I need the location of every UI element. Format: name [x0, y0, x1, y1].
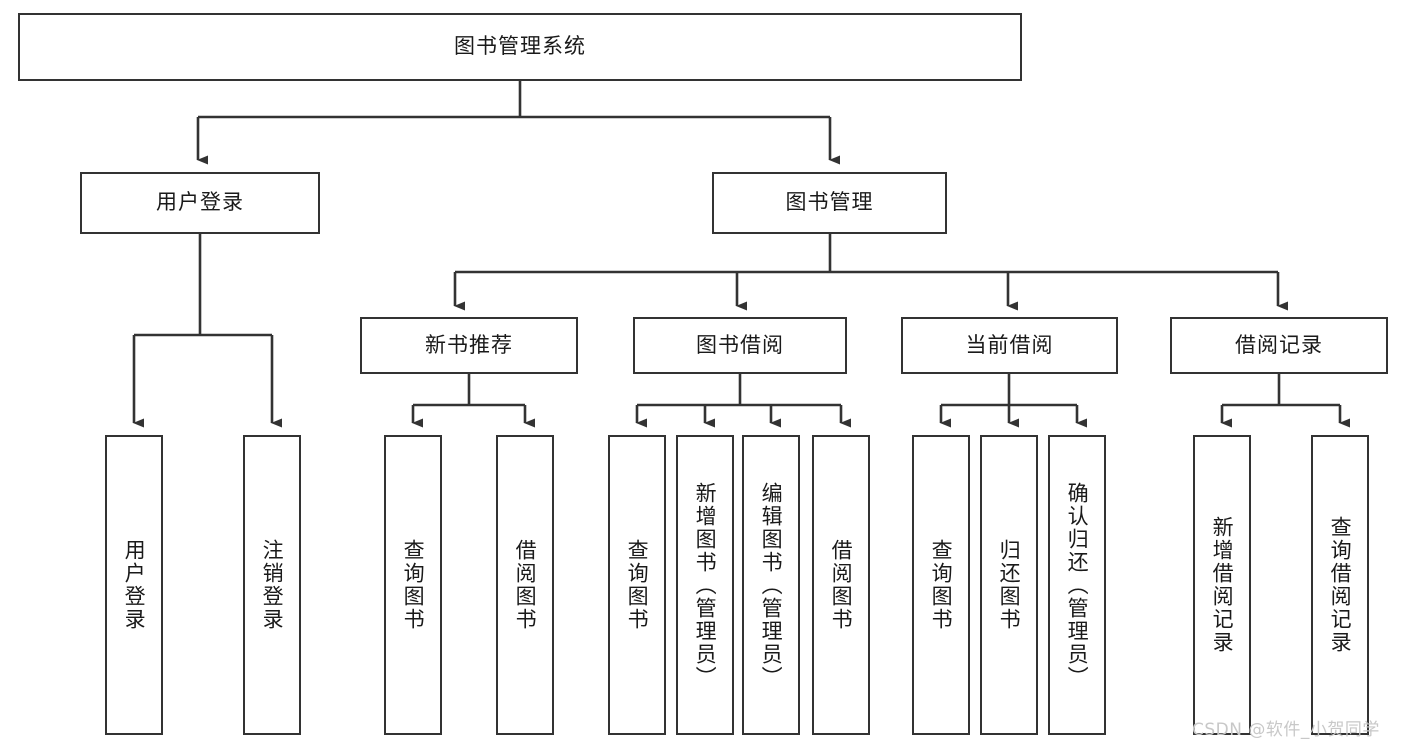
leaf-borrow-record-query-record[interactable]: 查询借阅记录	[1311, 435, 1369, 735]
node-label: 图书管理系统	[454, 34, 586, 59]
node-label: 图书管理	[785, 190, 874, 215]
node-label: 用户登录	[122, 539, 147, 631]
node-label: 查询图书	[625, 539, 650, 631]
leaf-book-borrow-add-book-admin[interactable]: 新增图书（管理员）	[676, 435, 734, 735]
node-label: 借阅图书	[829, 539, 854, 631]
leaf-book-borrow-query-book[interactable]: 查询图书	[608, 435, 666, 735]
node-user-login[interactable]: 用户登录	[80, 172, 320, 234]
leaf-borrow-record-add-record[interactable]: 新增借阅记录	[1193, 435, 1251, 735]
node-book-borrow[interactable]: 图书借阅	[633, 317, 847, 374]
node-label: 查询图书	[929, 539, 954, 631]
leaf-new-book-borrow-book[interactable]: 借阅图书	[496, 435, 554, 735]
node-book-management[interactable]: 图书管理	[712, 172, 947, 234]
node-root-book-management-system[interactable]: 图书管理系统	[18, 13, 1022, 81]
node-label: 查询图书	[401, 539, 426, 631]
node-label: 用户登录	[156, 190, 244, 215]
node-new-book-recommend[interactable]: 新书推荐	[360, 317, 578, 374]
leaf-current-borrow-query-book[interactable]: 查询图书	[912, 435, 970, 735]
node-label: 图书借阅	[696, 332, 784, 357]
leaf-user-login-login[interactable]: 用户登录	[105, 435, 163, 735]
node-label: 查询借阅记录	[1328, 516, 1353, 654]
leaf-current-borrow-return-book[interactable]: 归还图书	[980, 435, 1038, 735]
node-current-borrow[interactable]: 当前借阅	[901, 317, 1118, 374]
node-label: 借阅记录	[1235, 332, 1323, 357]
node-label: 新增图书（管理员）	[693, 481, 718, 689]
node-label: 借阅图书	[513, 539, 538, 631]
node-label: 确认归还（管理员）	[1065, 481, 1090, 689]
node-label: 注销登录	[260, 539, 285, 631]
leaf-book-borrow-borrow-book[interactable]: 借阅图书	[812, 435, 870, 735]
leaf-user-login-logout[interactable]: 注销登录	[243, 435, 301, 735]
node-borrow-record[interactable]: 借阅记录	[1170, 317, 1388, 374]
csdn-watermark: CSDN @软件_小贺同学	[1192, 720, 1380, 740]
node-label: 编辑图书（管理员）	[759, 481, 784, 689]
leaf-book-borrow-edit-book-admin[interactable]: 编辑图书（管理员）	[742, 435, 800, 735]
node-label: 新增借阅记录	[1210, 516, 1235, 654]
node-label: 归还图书	[997, 539, 1022, 631]
node-label: 当前借阅	[965, 332, 1054, 357]
leaf-current-borrow-confirm-return-admin[interactable]: 确认归还（管理员）	[1048, 435, 1106, 735]
node-label: 新书推荐	[425, 332, 513, 357]
leaf-new-book-query-book[interactable]: 查询图书	[384, 435, 442, 735]
